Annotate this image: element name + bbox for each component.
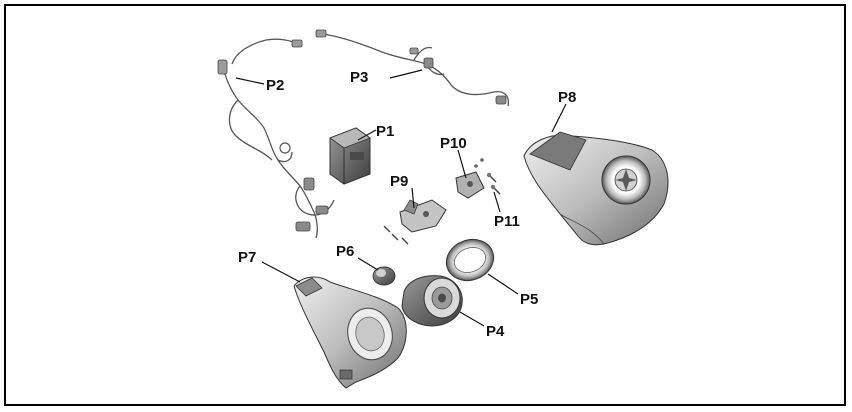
- speaker-p4: [401, 275, 463, 327]
- wiring-harness-p2: [217, 38, 335, 239]
- knob-p6: [372, 266, 396, 286]
- control-module-p1: [329, 127, 371, 185]
- callout-p3: P3: [350, 69, 368, 86]
- callout-p6: P6: [336, 243, 354, 260]
- callout-p7: P7: [238, 249, 256, 266]
- screws-p11: [486, 172, 501, 195]
- callout-p2: P2: [266, 77, 284, 94]
- callout-p9: P9: [390, 173, 408, 190]
- bracket-p10: [455, 158, 485, 199]
- callout-p8: P8: [558, 89, 576, 106]
- callout-p4: P4: [486, 323, 505, 340]
- wiring-harness-p3: [315, 29, 510, 107]
- callout-p11: P11: [494, 213, 520, 230]
- bracket-p9: [383, 199, 447, 245]
- main-housing-p8: [523, 131, 669, 246]
- leader-lines: [235, 69, 567, 327]
- callout-p10: P10: [440, 135, 467, 152]
- trim-ring-p5: [445, 238, 495, 282]
- callout-p5: P5: [520, 291, 538, 308]
- lower-housing-p7: [293, 276, 407, 389]
- callout-p1: P1: [376, 123, 394, 140]
